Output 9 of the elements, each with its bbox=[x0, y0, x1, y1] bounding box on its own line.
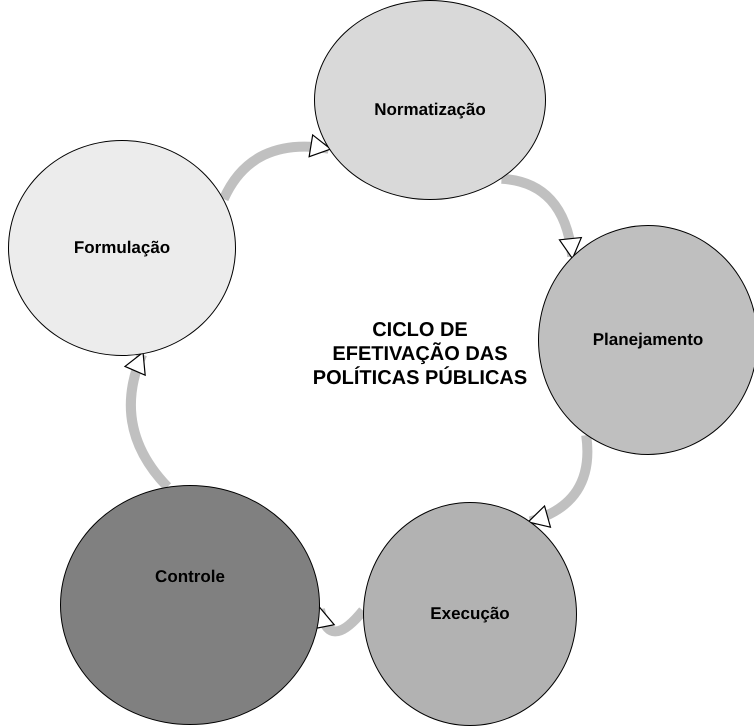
node-label: Execução bbox=[430, 604, 510, 624]
node-label: Planejamento bbox=[592, 330, 704, 350]
node-label: Normatização bbox=[374, 100, 486, 120]
node-label: Formulação bbox=[74, 238, 170, 258]
node-label: Controle bbox=[155, 567, 225, 587]
curved-arrow bbox=[219, 134, 332, 202]
diagram-title: CICLO DE EFETIVAÇÃO DAS POLÍTICAS PÚBLICAS bbox=[312, 318, 528, 390]
curved-arrow bbox=[501, 174, 582, 260]
curved-arrow bbox=[528, 434, 592, 527]
